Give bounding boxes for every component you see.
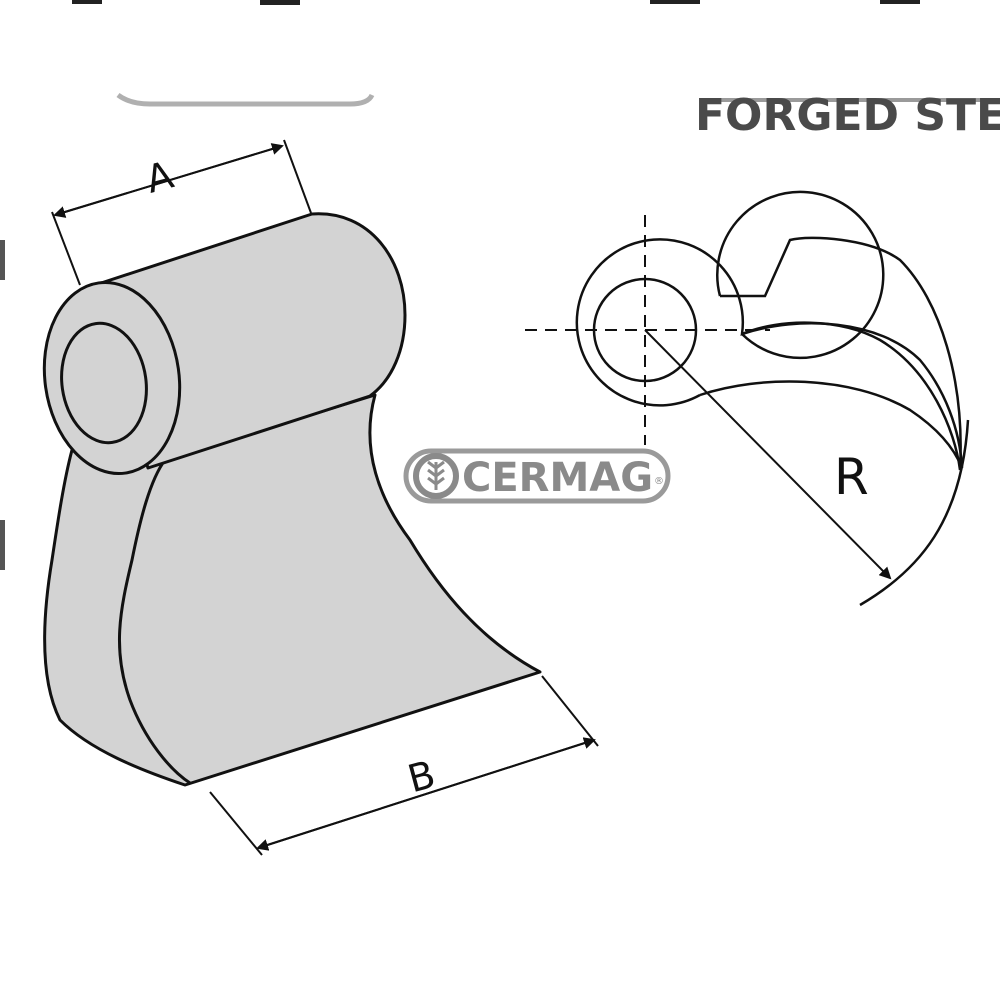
radius-line [644, 329, 892, 580]
top-cropped-remnants [72, 0, 920, 5]
dimension-b [209, 675, 599, 856]
material-label: FORGED STEE [695, 90, 1000, 141]
blade-curve-2 [741, 322, 964, 469]
cropped-badge-outline [116, 92, 375, 107]
wheat-icon [413, 453, 459, 499]
dimension-b-label: B [403, 752, 440, 801]
logo-registered-mark: ® [654, 476, 664, 487]
cermag-logo: CERMAG ® [403, 448, 671, 504]
blade-crease [118, 459, 191, 785]
side-view [575, 190, 970, 607]
dimension-a [51, 139, 312, 286]
radius-label: R [834, 448, 869, 506]
center-lines [525, 215, 770, 445]
left-edge-mark [0, 240, 5, 280]
blade-curve-1 [699, 380, 964, 469]
isometric-view [42, 212, 542, 787]
radius-arc [859, 419, 970, 607]
cylinder-bore [60, 321, 148, 445]
left-edge-mark [0, 520, 5, 570]
eye-outer [716, 190, 885, 360]
dimension-a-label: A [141, 153, 178, 202]
side-profile-outline [575, 236, 962, 471]
blade-body [43, 393, 542, 787]
logo-brand: CERMAG [462, 455, 653, 501]
